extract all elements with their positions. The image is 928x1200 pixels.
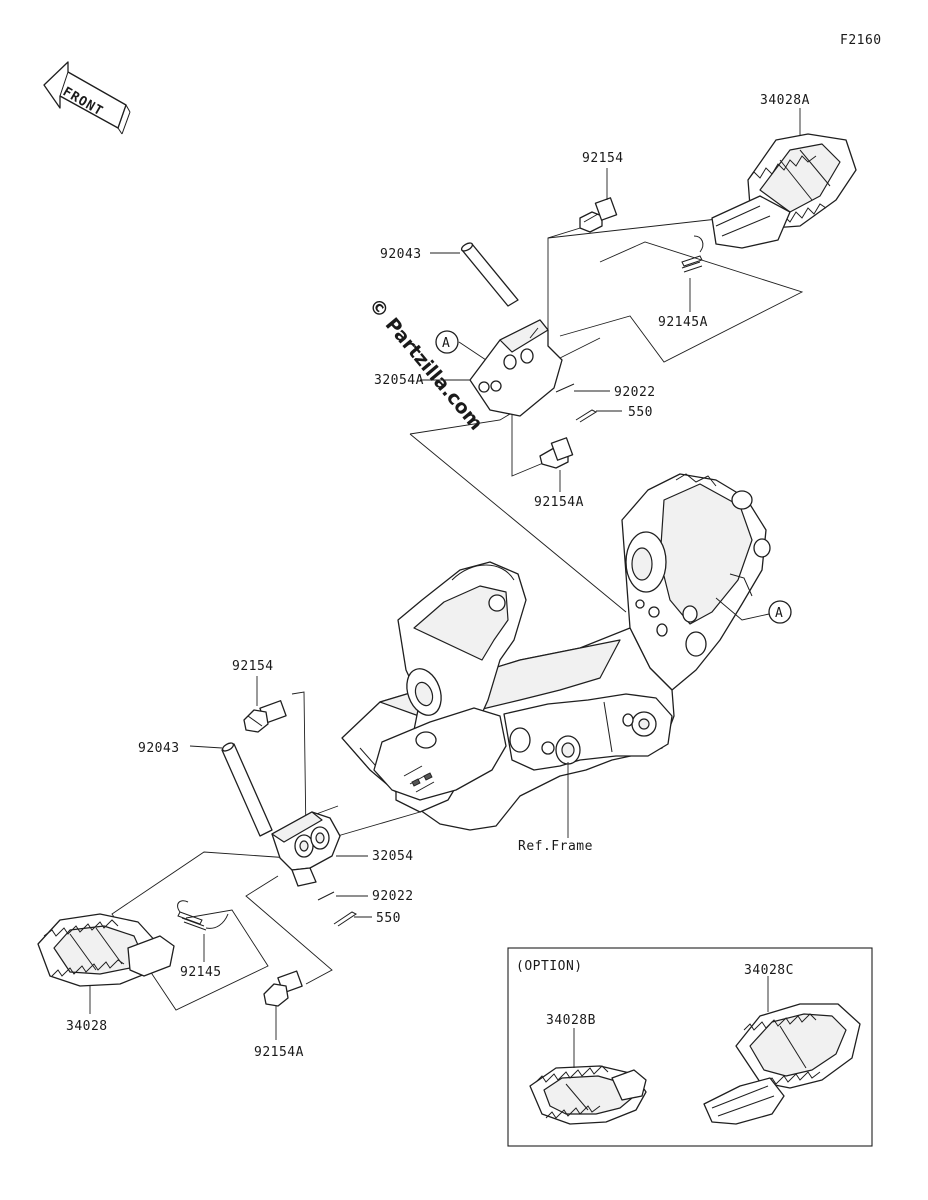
label-32054A: 32054A <box>374 373 424 388</box>
spring-92145A <box>681 235 704 273</box>
label-92145: 92145 <box>180 965 222 980</box>
footpeg-34028C <box>703 1003 861 1125</box>
callout-a-top-label: A <box>442 336 450 351</box>
option-box-title: (OPTION) <box>516 959 583 974</box>
label-34028C: 34028C <box>744 963 794 978</box>
label-92022-top: 92022 <box>614 385 656 400</box>
label-550-top: 550 <box>628 405 653 420</box>
bracket-32054A <box>469 319 563 417</box>
pin-92043-bottom <box>221 742 273 837</box>
bolt-92154A-bottom <box>263 970 303 1007</box>
bolt-92154-bottom <box>243 700 287 733</box>
label-92043-bottom: 92043 <box>138 741 180 756</box>
cotter-pin-550-bottom <box>333 911 357 927</box>
diagram-code: F2160 <box>840 33 882 48</box>
frame <box>341 473 771 831</box>
label-92154A-bottom: 92154A <box>254 1045 304 1060</box>
label-34028B: 34028B <box>546 1013 596 1028</box>
bracket-32054 <box>271 811 341 887</box>
part-labels: 34028A 92154 92043 92145A 32054A 92022 5… <box>66 93 810 1060</box>
label-92154A-top: 92154A <box>534 495 584 510</box>
pin-92043-top <box>460 242 519 307</box>
label-32054: 32054 <box>372 849 414 864</box>
label-92022-bottom: 92022 <box>372 889 414 904</box>
label-92043-top: 92043 <box>380 247 422 262</box>
option-box <box>507 947 873 1147</box>
label-550-bottom: 550 <box>376 911 401 926</box>
footpeg-34028B <box>529 1065 647 1125</box>
callout-a-frame: A <box>768 600 792 624</box>
washer-92022-top <box>555 383 575 393</box>
label-92154-bottom: 92154 <box>232 659 274 674</box>
label-92154-top: 92154 <box>582 151 624 166</box>
callout-a-top: A <box>435 330 459 354</box>
spring-92145 <box>177 900 229 931</box>
label-92145A: 92145A <box>658 315 708 330</box>
front-arrow-icon: FRONT <box>43 61 131 135</box>
watermark: © Partzilla.com <box>364 294 487 435</box>
washer-92022-bottom <box>317 891 335 901</box>
label-34028A: 34028A <box>760 93 810 108</box>
footpeg-34028 <box>37 913 175 987</box>
cotter-pin-550-top <box>575 409 598 423</box>
callout-a-frame-label: A <box>775 606 783 621</box>
label-ref-frame: Ref.Frame <box>518 839 593 854</box>
footpeg-34028A <box>711 133 857 249</box>
bolt-92154A-top <box>539 437 574 469</box>
bolt-92154-top <box>579 197 618 233</box>
label-34028: 34028 <box>66 1019 108 1034</box>
